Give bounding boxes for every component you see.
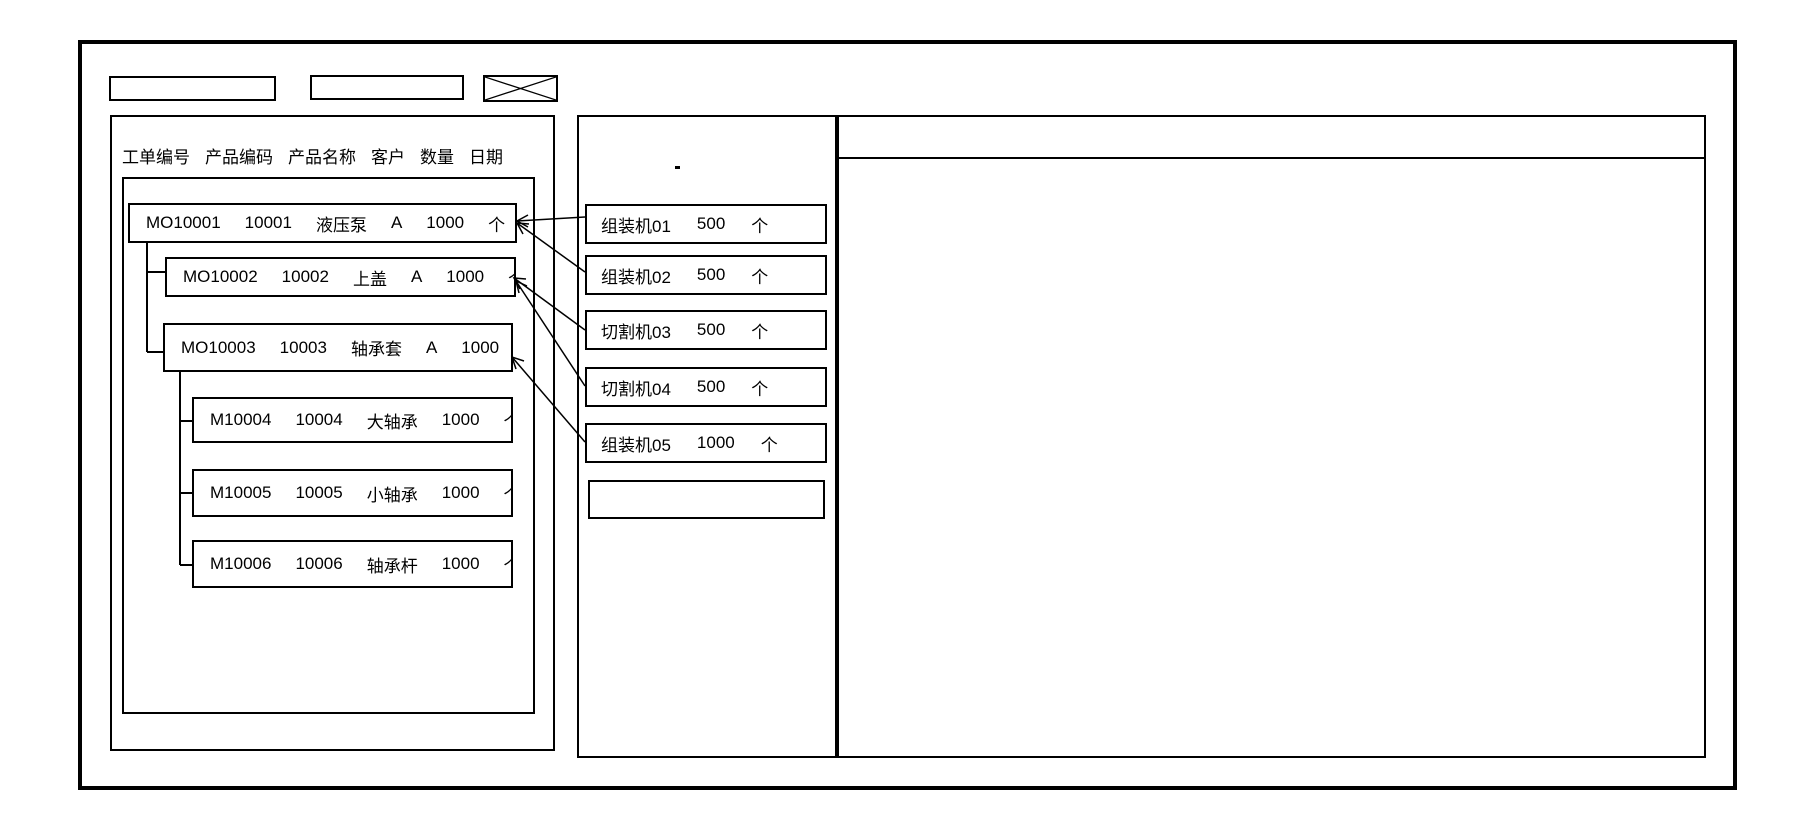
work-order-row-m10006[interactable]: M10006 10006 轴承杆 1000 个 — [192, 540, 513, 588]
quantity: 1000 — [461, 337, 500, 357]
machine-box-qiegeji03[interactable]: 切割机03 500 个 — [585, 310, 827, 350]
machine-unit: 个 — [751, 267, 769, 287]
col-header-date: 日期 — [469, 148, 503, 167]
machine-qty: 500 — [696, 214, 726, 233]
work-order-row-m10005[interactable]: M10005 10005 小轴承 1000 个 — [192, 469, 513, 517]
unit: 个 — [504, 408, 511, 433]
customer: A — [410, 267, 423, 286]
machine-unit: 个 — [751, 379, 769, 399]
col-header-order-id: 工单编号 — [122, 148, 190, 167]
col-header-product-name: 产品名称 — [288, 148, 356, 167]
machine-name: 切割机04 — [601, 379, 671, 399]
order-id: MO10001 — [146, 213, 221, 232]
work-order-row-mo10001[interactable]: MO10001 10001 液压泵 A 1000 个 — [128, 203, 517, 243]
product-name: 大轴承 — [366, 412, 418, 432]
machine-name: 组装机05 — [601, 435, 671, 455]
schedule-header-divider — [839, 157, 1704, 159]
machine-name: 组装机01 — [601, 216, 671, 236]
work-order-column-headers: 工单编号 产品编码 产品名称 客户 数量 日期 — [122, 143, 503, 168]
product-code: 10003 — [279, 337, 327, 357]
order-id: MO10002 — [183, 267, 258, 286]
order-id: MO10003 — [181, 337, 256, 357]
machine-qty: 500 — [696, 320, 726, 339]
machine-box-empty[interactable] — [588, 480, 825, 519]
product-name: 液压泵 — [315, 215, 367, 235]
product-name: 上盖 — [352, 269, 387, 289]
machine-name: 组装机02 — [601, 267, 671, 287]
unit: 个 — [504, 552, 511, 577]
customer: A — [390, 213, 403, 232]
machine-box-zuzhuangji01[interactable]: 组装机01 500 个 — [585, 204, 827, 244]
col-header-quantity: 数量 — [420, 148, 454, 167]
product-code: 10001 — [244, 213, 292, 232]
toolbar-input-1[interactable] — [109, 76, 276, 101]
close-icon — [485, 77, 556, 100]
schedule-panel — [837, 115, 1706, 758]
work-order-row-mo10002[interactable]: MO10002 10002 上盖 A 1000 个 — [165, 257, 516, 297]
work-order-row-m10004[interactable]: M10004 10004 大轴承 1000 个 — [192, 397, 513, 443]
toolbar-input-2[interactable] — [310, 75, 464, 100]
product-name: 轴承杆 — [366, 556, 418, 576]
quantity: 1000 — [441, 410, 480, 429]
order-id: M10004 — [210, 410, 272, 429]
machine-qty: 500 — [696, 377, 726, 396]
machine-box-zuzhuangji02[interactable]: 组装机02 500 个 — [585, 255, 827, 295]
machine-box-qiegeji04[interactable]: 切割机04 500 个 — [585, 367, 827, 407]
machine-unit: 个 — [760, 435, 778, 455]
machine-unit: 个 — [751, 322, 769, 342]
customer: A — [425, 337, 438, 357]
unit: 个 — [504, 481, 511, 506]
product-code: 10005 — [295, 483, 343, 502]
close-button[interactable] — [483, 75, 558, 102]
machine-box-zuzhuangji05[interactable]: 组装机05 1000 个 — [585, 423, 827, 463]
col-header-product-code: 产品编码 — [205, 148, 273, 167]
machine-qty: 500 — [696, 265, 726, 284]
unit: 个 — [488, 215, 506, 235]
order-id: M10006 — [210, 554, 272, 573]
quantity: 1000 — [441, 483, 480, 502]
quantity: 1000 — [446, 267, 485, 286]
panel-dot-marker — [675, 166, 680, 169]
machine-qty: 1000 — [696, 433, 735, 452]
quantity: 1000 — [441, 554, 480, 573]
work-order-row-mo10003[interactable]: MO10003 10003 轴承套 A 1000 个 — [163, 323, 513, 372]
product-code: 10004 — [295, 410, 343, 429]
order-id: M10005 — [210, 483, 272, 502]
machine-unit: 个 — [751, 216, 769, 236]
product-name: 小轴承 — [366, 485, 418, 505]
product-code: 10006 — [295, 554, 343, 573]
col-header-customer: 客户 — [371, 148, 405, 167]
machine-name: 切割机03 — [601, 322, 671, 342]
unit: 个 — [508, 265, 514, 290]
quantity: 1000 — [426, 213, 465, 232]
product-code: 10002 — [281, 267, 329, 286]
product-name: 轴承套 — [350, 340, 402, 359]
